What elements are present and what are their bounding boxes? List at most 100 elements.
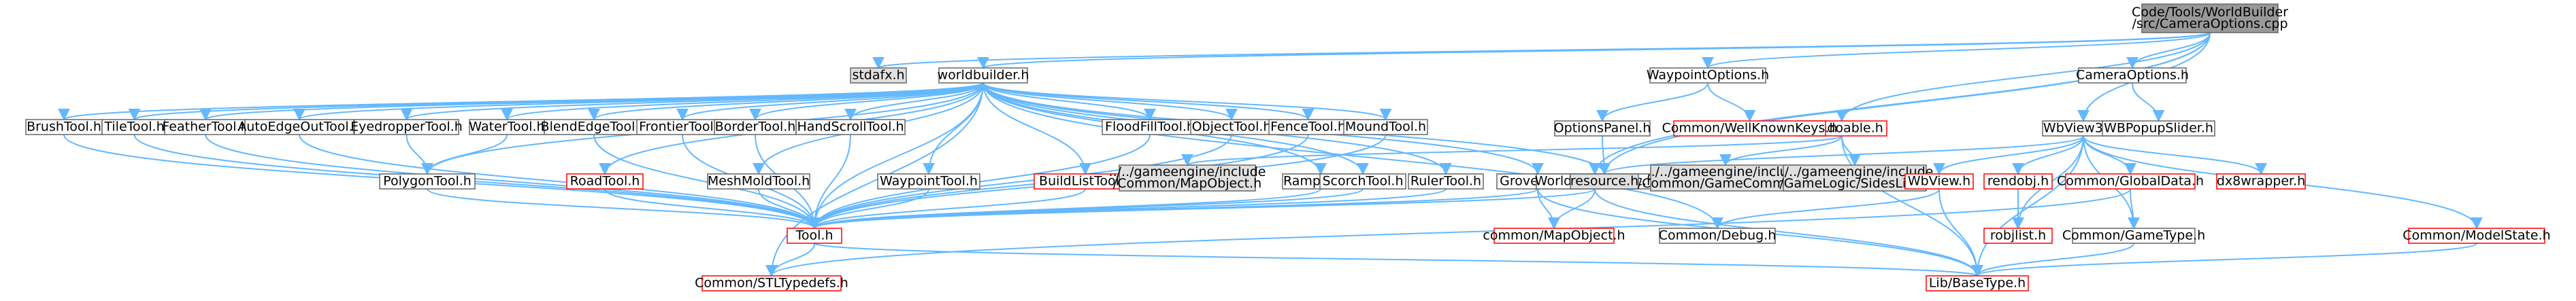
node-commonmapobject[interactable]: common/MapObject.h — [1483, 228, 1625, 244]
node-box-commonwellknownkeys[interactable] — [1673, 120, 1826, 137]
node-waypointoptions[interactable]: WaypointOptions.h — [1647, 67, 1769, 84]
node-tiletool[interactable]: TileTool.h — [101, 119, 167, 135]
node-resource[interactable]: resource.h — [1570, 173, 1639, 190]
node-box-waypointtool[interactable] — [877, 173, 980, 190]
node-label-sideslist: ../../gameengine/include — [1777, 164, 1934, 179]
node-fencetool[interactable]: FenceTool.h — [1268, 119, 1348, 135]
node-robjlist[interactable]: robjlist.h — [1983, 228, 2053, 244]
node-box-libbasetype[interactable] — [1926, 275, 2029, 291]
node-meshmoldtool[interactable]: MeshMoldTool.h — [707, 173, 810, 190]
node-fronteirtool[interactable]: FrontierTool.h — [636, 119, 729, 135]
edge-worldbuilder-to-objecttool — [982, 82, 1238, 121]
node-label-rendobj: rendobj.h — [1987, 174, 2049, 189]
node-floodfilltool[interactable]: FloodFillTool.h — [1102, 119, 1198, 135]
node-box-rendobj[interactable] — [1983, 173, 2053, 190]
node-root[interactable]: Code/Tools/WorldBuilder/src/CameraOption… — [2132, 3, 2288, 33]
node-box-worldbuilder[interactable] — [938, 67, 1028, 84]
node-label-root: Code/Tools/WorldBuilder — [2132, 5, 2288, 20]
node-box-dx8wrapper[interactable] — [2216, 173, 2306, 190]
node-box-roadtool[interactable] — [566, 173, 644, 190]
node-box-handscrolltool[interactable] — [795, 119, 906, 135]
node-scorchtool[interactable]: ScorchTool.h — [1319, 173, 1406, 190]
node-worldbuilder[interactable]: worldbuilder.h — [938, 67, 1029, 84]
node-wbview[interactable]: WbView.h — [1904, 173, 1974, 190]
node-commongametype[interactable]: Common/GameType.h — [2062, 228, 2205, 244]
node-box-commongametype[interactable] — [2072, 228, 2196, 244]
node-box-optionspanel[interactable] — [1554, 120, 1651, 137]
edge-commongametype-to-libbasetype — [1971, 243, 2134, 277]
node-box-wbview[interactable] — [1904, 173, 1974, 190]
edge-worldbuilder-to-floodfilltool — [982, 82, 1156, 121]
node-bordertool[interactable]: BorderTool.h — [714, 119, 797, 135]
node-watertool[interactable]: WaterTool.h — [469, 119, 545, 135]
node-gamecommon[interactable]: ../../gameengine/include/Common/GameComm… — [1638, 164, 1814, 192]
node-box-toolh[interactable] — [787, 228, 842, 244]
node-waypointtool[interactable]: WaypointTool.h — [877, 173, 980, 190]
node-label-waypointtool: WaypointTool.h — [880, 174, 978, 189]
node-box-scorchtool[interactable] — [1319, 173, 1406, 190]
node-moundtool[interactable]: MoundTool.h — [1343, 119, 1428, 135]
node-box-moundtool[interactable] — [1343, 119, 1428, 135]
edge-worldbuilder-to-watertool — [501, 82, 984, 121]
node-commondebug[interactable]: Common/Debug.h — [1659, 228, 1777, 244]
node-box-mapobject_ge[interactable] — [1119, 164, 1256, 192]
node-box-autoedgeouttool[interactable] — [244, 119, 354, 135]
node-optionspanel[interactable]: OptionsPanel.h — [1554, 120, 1651, 137]
node-cameraoptions[interactable]: CameraOptions.h — [2076, 67, 2189, 84]
node-handscrolltool[interactable]: HandScrollTool.h — [795, 119, 906, 135]
edge-toolh-to-libbasetype — [814, 243, 1983, 277]
node-box-commonglobaldata[interactable] — [2065, 173, 2196, 190]
node-wbpopupslider[interactable]: WBPopupSlider.h — [2102, 120, 2215, 137]
node-roadtool[interactable]: RoadTool.h — [566, 173, 644, 190]
edge-wbview3d-to-libbasetype — [1971, 135, 2084, 277]
node-box-cameraoptions[interactable] — [2078, 67, 2187, 84]
node-box-commonmapobject[interactable] — [1493, 228, 1615, 244]
node-dx8wrapper[interactable]: dx8wrapper.h — [2216, 173, 2306, 190]
node-buildlisttool[interactable]: BuildListTool.h — [1034, 173, 1137, 190]
edge-commonglobaldata-to-commonstltypedefs — [765, 188, 2131, 277]
node-label-handscrolltool: HandScrollTool.h — [797, 120, 904, 135]
node-commonwellknownkeys[interactable]: Common/WellKnownKeys.h — [1662, 120, 1838, 137]
node-box-commondebug[interactable] — [1659, 228, 1776, 244]
node-eyedroppertool[interactable]: EyedropperTool.h — [350, 119, 463, 135]
node-toolh[interactable]: Tool.h — [787, 228, 842, 244]
node-box-root[interactable] — [2141, 3, 2279, 33]
node-libbasetype[interactable]: Lib/BaseType.h — [1926, 275, 2029, 291]
node-box-waypointoptions[interactable] — [1649, 67, 1766, 84]
node-ruletool[interactable]: RulerTool.h — [1408, 173, 1484, 190]
node-box-meshmoldtool[interactable] — [707, 173, 810, 190]
node-brushtool[interactable]: BrushTool.h — [25, 119, 103, 135]
node-mapobject_ge[interactable]: ../../gameengine/include/Common/MapObjec… — [1109, 164, 1266, 192]
node-commonmodelstate[interactable]: Common/ModelState.h — [2402, 228, 2551, 244]
node-box-wbpopupslider[interactable] — [2102, 120, 2215, 137]
node-autoedgeouttool[interactable]: AutoEdgeOutTool.h — [237, 119, 361, 135]
node-box-gamecommon[interactable] — [1650, 164, 1801, 192]
edge-polygontool-to-toolh — [427, 188, 821, 230]
node-box-robjlist[interactable] — [1983, 228, 2053, 244]
node-objecttool[interactable]: ObjectTool.h — [1190, 119, 1273, 135]
node-feathertool[interactable]: FeatherTool.h — [162, 119, 249, 135]
node-commonstltypedefs[interactable]: Common/STLTypedefs.h — [695, 275, 848, 291]
node-box-resource[interactable] — [1570, 173, 1639, 190]
node-label-roadtool: RoadTool.h — [570, 174, 640, 189]
node-box-polygontool[interactable] — [379, 173, 476, 190]
node-polygontool[interactable]: PolygonTool.h — [379, 173, 476, 190]
node-sideslist[interactable]: ../../gameengine/include/GameLogic/Sides… — [1777, 164, 1934, 192]
node-commonglobaldata[interactable]: Common/GlobalData.h — [2057, 173, 2204, 190]
node-box-commonmodelstate[interactable] — [2408, 228, 2545, 244]
edge-ramptool-to-toolh — [808, 188, 1321, 230]
node-rendobj[interactable]: rendobj.h — [1983, 173, 2053, 190]
edge-wbview3d-to-resource — [1598, 135, 2084, 175]
edge-feathertool-to-toolh — [205, 134, 821, 230]
node-box-eyedroppertool[interactable] — [354, 119, 459, 135]
node-label-watertool: WaterTool.h — [469, 120, 544, 135]
node-label-commonglobaldata: Common/GlobalData.h — [2057, 174, 2204, 189]
node-box-ruletool[interactable] — [1408, 173, 1484, 190]
node-box-commonstltypedefs[interactable] — [701, 275, 842, 291]
node-blendedgetool[interactable]: BlendEdgeTool.h — [541, 119, 648, 135]
node-stdafx[interactable]: stdafx.h — [850, 67, 907, 84]
node-box-stdafx[interactable] — [850, 67, 907, 84]
node-label-libbasetype: Lib/BaseType.h — [1929, 276, 2026, 291]
edge-worldbuilderdoc-to-libbasetype — [1594, 188, 1983, 277]
